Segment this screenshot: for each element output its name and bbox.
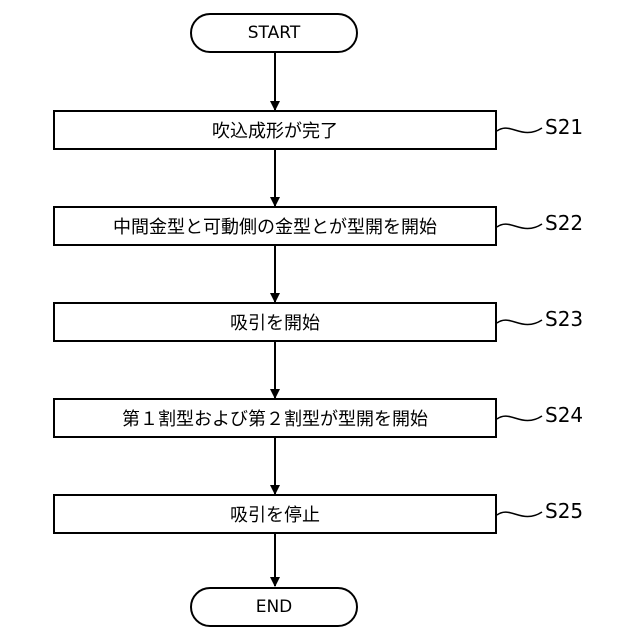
step-code-s21: S21 [545,115,583,139]
end-label: END [256,597,293,617]
leader-line-s24 [497,416,542,421]
step-code-s23: S23 [545,307,583,331]
step-text-s21: 吹込成形が完了 [212,117,338,143]
step-code-s22: S22 [545,211,583,235]
start-label: START [248,23,300,43]
leader-line-s23 [497,320,542,325]
step-box-s24: 第１割型および第２割型が型開を開始 [53,398,497,438]
start-terminal: START [190,13,358,53]
step-text-s23: 吸引を開始 [230,309,320,335]
end-terminal: END [190,587,358,627]
step-text-s25: 吸引を停止 [230,501,320,527]
step-box-s21: 吹込成形が完了 [53,110,497,150]
leader-line-s25 [497,512,542,517]
leader-line-s21 [497,128,542,133]
step-box-s22: 中間金型と可動側の金型とが型開を開始 [53,206,497,246]
step-code-s25: S25 [545,499,583,523]
step-text-s22: 中間金型と可動側の金型とが型開を開始 [113,213,437,239]
leader-line-s22 [497,224,542,229]
step-text-s24: 第１割型および第２割型が型開を開始 [122,405,428,431]
step-box-s25: 吸引を停止 [53,494,497,534]
step-code-s24: S24 [545,403,583,427]
step-box-s23: 吸引を開始 [53,302,497,342]
